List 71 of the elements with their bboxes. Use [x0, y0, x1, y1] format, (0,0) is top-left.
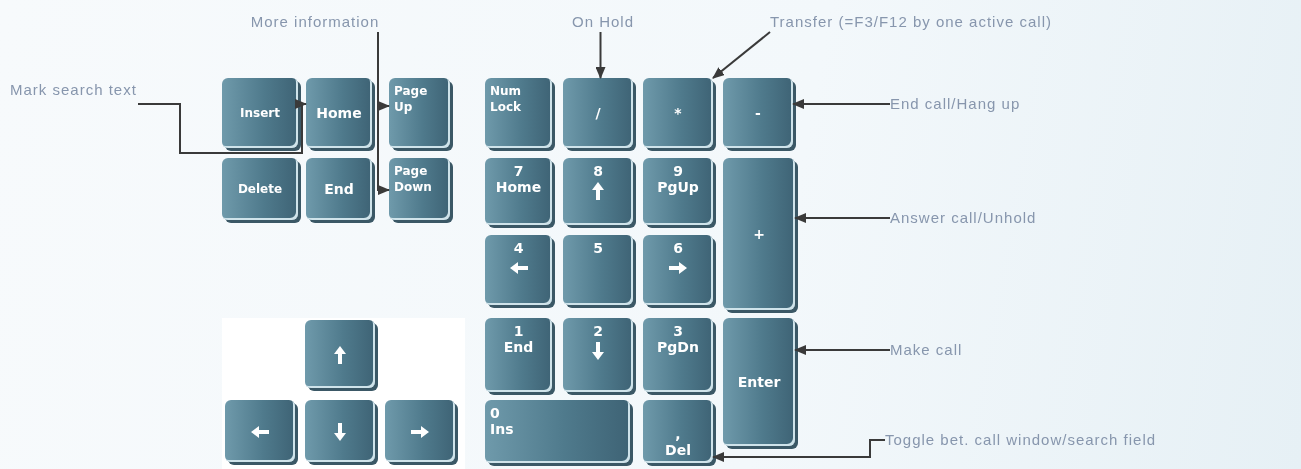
annotation-label: Toggle bet. call window/search field	[885, 430, 1265, 450]
keyboard-key	[225, 400, 295, 462]
keyboard-key	[389, 158, 450, 220]
key-label: Del	[665, 442, 691, 458]
key-label: Num Lock	[490, 83, 523, 115]
key-label: 6	[673, 240, 683, 256]
key-label: Page Down	[394, 163, 433, 195]
key-label: ,	[675, 426, 681, 442]
key-label: 8	[593, 163, 603, 179]
key-label: PgUp	[657, 179, 699, 195]
key-label: 3	[673, 323, 683, 339]
keyboard-key	[643, 78, 713, 148]
keyboard-key	[563, 318, 633, 392]
keyboard-key	[306, 158, 372, 220]
arrow	[794, 345, 891, 355]
key-label: End	[503, 339, 534, 355]
keyboard-key	[485, 235, 552, 305]
key-label: 9	[673, 163, 683, 179]
key-label: 7	[513, 163, 524, 179]
key-label: /	[595, 105, 601, 121]
keyboard-key	[643, 400, 713, 463]
keyboard-key	[306, 78, 372, 148]
arrow	[595, 31, 606, 79]
keyboard-key	[385, 400, 455, 462]
key-label: Ins	[490, 421, 514, 437]
keyboard-key	[222, 158, 298, 220]
keyboard-key	[723, 158, 795, 310]
arrow	[794, 213, 891, 223]
key-label: 2	[593, 323, 603, 339]
keyboard-key	[305, 320, 375, 388]
keyboard-key	[643, 158, 713, 225]
keyboard-key	[485, 318, 552, 392]
key-label: Page Up	[394, 83, 429, 115]
key-label: +	[753, 226, 765, 242]
keyboard-key	[723, 318, 795, 446]
arrow	[712, 439, 886, 462]
annotation-label: More information	[240, 12, 390, 32]
keyboard-key	[222, 78, 298, 148]
key-label: 1	[513, 323, 524, 339]
key-label: Insert	[240, 105, 280, 121]
key-label: 0	[490, 405, 500, 421]
key-label: Delete	[237, 181, 283, 197]
annotation-label: Answer call/Unhold	[890, 208, 1110, 228]
keyboard-key	[563, 158, 633, 225]
keyboard-key	[485, 400, 630, 463]
key-label: Home	[495, 179, 542, 195]
keyboard-key	[723, 78, 793, 148]
keyboard-key	[485, 158, 552, 225]
keyboard-key	[563, 78, 633, 148]
key-label: *	[674, 105, 682, 121]
key-label: 4	[513, 240, 524, 256]
keyboard-key	[643, 235, 713, 305]
annotation-label: Make call	[890, 340, 1010, 360]
keyboard-key	[389, 78, 450, 148]
keyboard-key	[563, 235, 633, 305]
annotation-label: On Hold	[568, 12, 638, 32]
annotation-label: Mark search text	[10, 80, 138, 100]
keyboard-key	[305, 400, 375, 462]
key-label: Enter	[737, 374, 781, 390]
key-label: -	[755, 105, 761, 121]
keyboard-key	[485, 78, 552, 148]
arrow	[137, 99, 307, 154]
key-label: 5	[593, 240, 603, 256]
key-label: PgDn	[657, 339, 699, 355]
arrow	[712, 31, 771, 79]
annotation-label: Transfer (=F3/F12 by one active call)	[770, 12, 1150, 32]
key-label: Home	[316, 105, 362, 121]
annotation-label: End call/Hang up	[890, 94, 1090, 114]
keyboard-key	[643, 318, 713, 392]
arrow	[792, 99, 891, 109]
key-label: End	[324, 181, 354, 197]
